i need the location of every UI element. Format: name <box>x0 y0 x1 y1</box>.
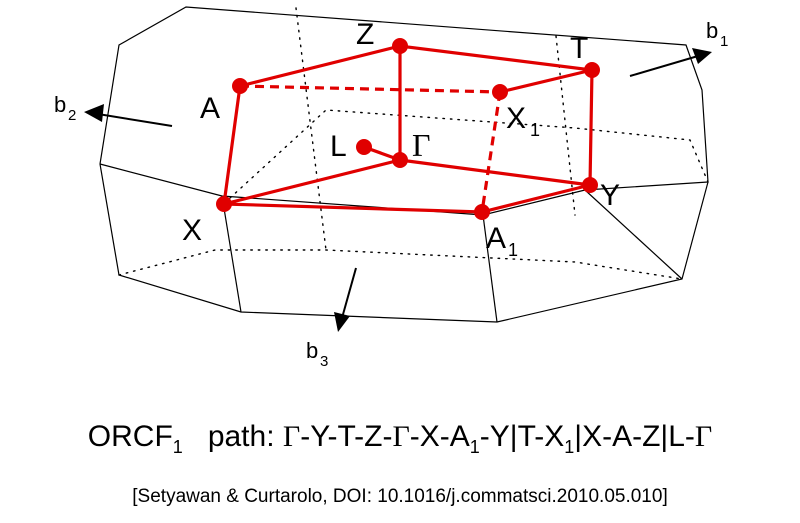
b2-arrow-shaft <box>97 113 173 127</box>
label-y: Y <box>600 179 620 212</box>
path-seg-9: Γ <box>694 420 713 453</box>
bz-visible-edges <box>99 6 709 323</box>
b2-label-sub: 2 <box>68 107 76 124</box>
b1-arrowhead <box>692 48 712 64</box>
b3-label: b <box>306 338 318 363</box>
b3-arrowhead <box>334 312 350 332</box>
label-x1: X <box>506 102 526 135</box>
bz-side-edge-2 <box>482 214 498 323</box>
label-a1-sub: 1 <box>508 240 518 260</box>
label-t: T <box>570 32 588 65</box>
bz-lower-outline <box>99 163 709 323</box>
path-seg-7: 1 <box>564 437 575 457</box>
k-points <box>216 38 600 220</box>
path-seg-2: -Y-T-Z- <box>300 420 393 453</box>
point-gamma <box>392 152 408 168</box>
lattice-name: ORCF <box>87 420 173 453</box>
k-point-labels: Z T A X 1 L Γ Y X A 1 <box>182 18 620 260</box>
path-t-x1 <box>498 68 594 94</box>
lattice-name-sub: 1 <box>172 437 183 457</box>
label-z: Z <box>356 18 374 51</box>
point-y <box>582 177 598 193</box>
point-x <box>216 196 232 212</box>
b1-label: b <box>706 18 718 43</box>
b1-arrow-shaft <box>629 55 699 77</box>
bz-hidden-bottom <box>118 249 683 280</box>
path-seg-4: -X-A <box>409 420 470 453</box>
point-x1 <box>492 84 508 100</box>
label-l: L <box>330 130 347 163</box>
path-caption: ORCF1 path: Γ-Y-T-Z-Γ-X-A1-Y|T-X1|X-A-Z|… <box>0 420 800 458</box>
point-l <box>356 139 372 155</box>
point-t <box>584 62 600 78</box>
path-x1-a1-dashed <box>480 91 502 213</box>
reciprocal-vectors: b 1 b 2 b 3 <box>54 18 728 370</box>
b3-arrow-shaft <box>341 267 357 319</box>
path-a-x1-dashed <box>239 84 501 94</box>
b2-label: b <box>54 92 66 117</box>
point-a1 <box>474 204 490 220</box>
label-a: A <box>200 92 220 125</box>
point-z <box>392 38 408 54</box>
label-a1: A <box>486 222 506 255</box>
bz-top-face <box>99 6 709 183</box>
path-x-a-z <box>222 44 402 206</box>
path-seg-5: 1 <box>469 437 480 457</box>
bz-side-edge-1 <box>221 195 242 313</box>
path-gamma-x-a1-y <box>223 158 592 214</box>
label-x1-sub: 1 <box>530 120 540 140</box>
label-x: X <box>182 214 202 247</box>
path-seg-3: Γ <box>392 420 410 453</box>
point-a <box>232 78 248 94</box>
b1-label-sub: 1 <box>720 33 728 50</box>
bz-side-edge-3 <box>584 189 683 280</box>
citation: [Setyawan & Curtarolo, DOI: 10.1016/j.co… <box>132 486 668 507</box>
path-seg-8: |X-A-Z|L- <box>574 420 695 453</box>
path-seg-1: Γ <box>282 420 301 453</box>
path-prefix: path: <box>207 420 283 453</box>
bz-hidden-vertical-1 <box>295 7 327 251</box>
label-gamma: Γ <box>412 127 431 163</box>
b2-arrowhead <box>84 104 104 122</box>
b3-label-sub: 3 <box>320 353 328 370</box>
path-seg-6: -Y|T-X <box>479 420 565 453</box>
bz-hidden-middle <box>229 109 709 199</box>
